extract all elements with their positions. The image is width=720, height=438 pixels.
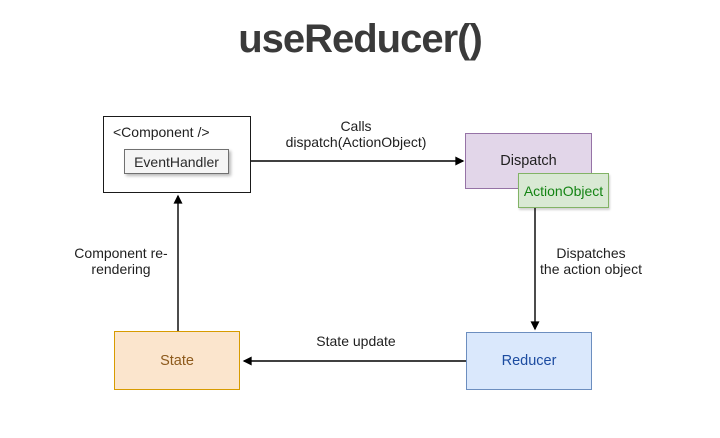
component-rerendering-edge-label: Component re- rendering	[74, 245, 168, 277]
reducer-node: Reducer	[466, 332, 592, 390]
state-label: State	[160, 352, 194, 369]
calls-dispatch-edge-label: Calls dispatch(ActionObject)	[285, 118, 427, 150]
diagram-title: useReducer()	[238, 17, 483, 61]
dispatch-label: Dispatch	[500, 153, 557, 169]
event-handler-node: EventHandler	[124, 149, 229, 174]
component-label: <Component />	[113, 124, 210, 140]
action-object-label: ActionObject	[523, 182, 604, 199]
action-object-node: ActionObject	[518, 173, 609, 208]
dispatches-action-edge-label: Dispatches the action object	[540, 245, 642, 277]
component-node: <Component /> EventHandler	[103, 116, 251, 193]
state-node: State	[114, 331, 240, 390]
reducer-label: Reducer	[501, 353, 557, 369]
state-update-edge-label: State update	[316, 333, 396, 349]
event-handler-label: EventHandler	[134, 153, 219, 170]
